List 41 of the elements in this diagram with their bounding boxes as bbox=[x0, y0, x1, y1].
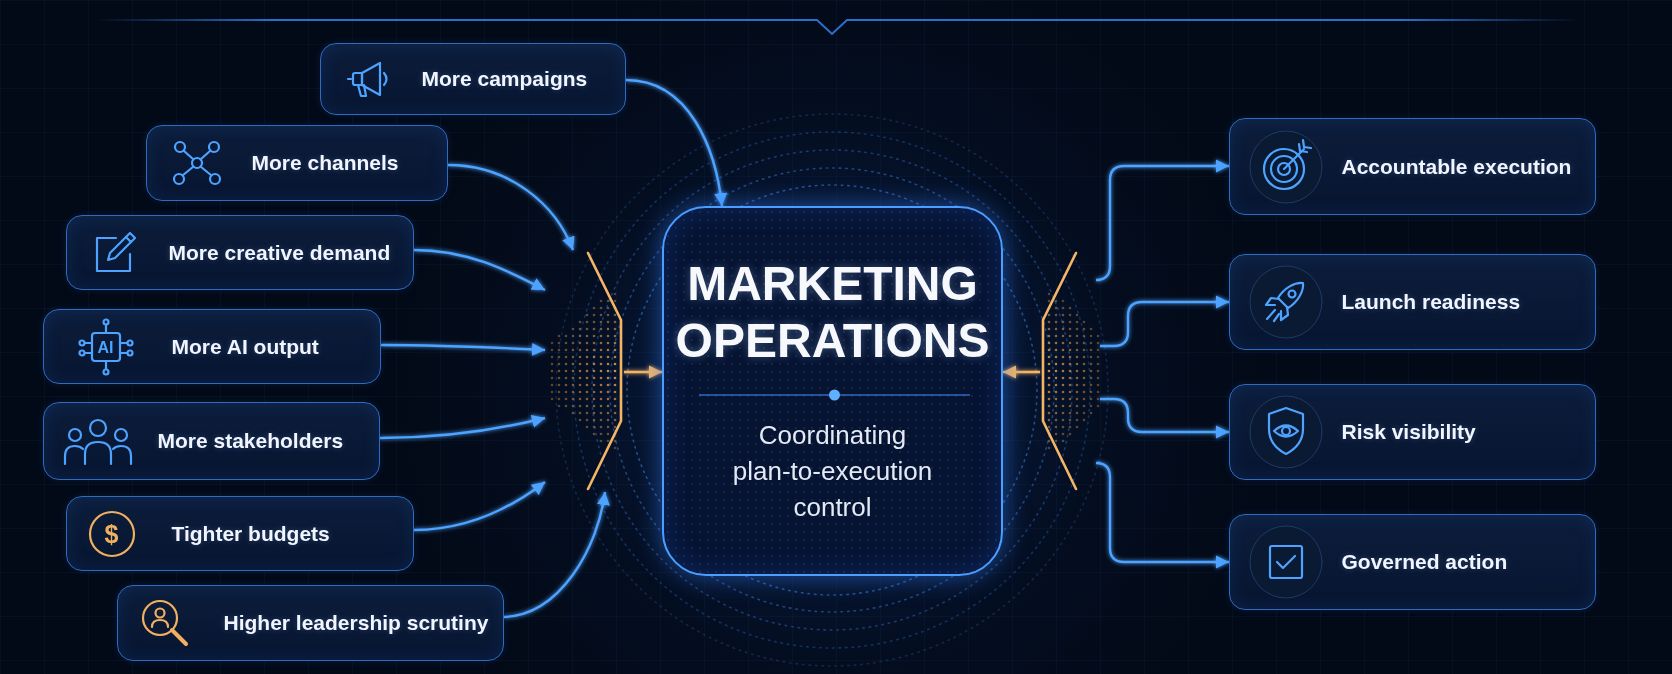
card-label: More stakeholders bbox=[157, 429, 344, 453]
arrow bbox=[380, 414, 546, 440]
card-label: More campaigns bbox=[421, 67, 588, 91]
outcome-card bbox=[1229, 514, 1596, 610]
outcome-card bbox=[1229, 384, 1596, 480]
arrow bbox=[1100, 397, 1229, 439]
card-label: More AI output bbox=[171, 334, 319, 359]
funnel-bracket bbox=[1040, 250, 1100, 492]
arrow bbox=[413, 481, 546, 532]
arrow bbox=[503, 491, 610, 619]
hub-title: MARKETING OPERATIONS bbox=[674, 256, 991, 369]
card-label: More creative demand bbox=[168, 240, 391, 265]
chip-label: AI bbox=[97, 339, 114, 356]
driver-card bbox=[43, 309, 381, 384]
arrow bbox=[447, 163, 575, 251]
hub-card bbox=[662, 206, 1003, 576]
card-label: More channels bbox=[251, 151, 399, 175]
card-label: Higher leadership scrutiny bbox=[223, 611, 489, 635]
currency-symbol: $ bbox=[104, 522, 119, 547]
driver-card bbox=[66, 215, 414, 290]
outcome-card bbox=[1229, 254, 1596, 350]
hub-subtitle: Coordinating plan-to-execution control bbox=[731, 419, 934, 524]
card-label: Tighter budgets bbox=[171, 521, 330, 546]
driver-card bbox=[117, 585, 504, 661]
arrow bbox=[381, 342, 546, 356]
driver-card bbox=[66, 496, 414, 571]
driver-card bbox=[320, 43, 626, 115]
outcome-card bbox=[1229, 118, 1596, 215]
driver-card bbox=[43, 402, 380, 480]
driver-card bbox=[146, 125, 448, 201]
card-label: Accountable execution bbox=[1341, 154, 1572, 179]
arrow bbox=[413, 248, 546, 292]
card-label: Risk visibility bbox=[1341, 420, 1476, 444]
card-label: Launch readiness bbox=[1341, 290, 1521, 314]
arrow bbox=[1094, 461, 1229, 569]
card-label: Governed action bbox=[1341, 550, 1508, 574]
arrow bbox=[624, 365, 662, 379]
arrow bbox=[1094, 159, 1229, 282]
arrow bbox=[1003, 365, 1040, 379]
arrow bbox=[1100, 295, 1229, 348]
arrow bbox=[625, 78, 727, 207]
